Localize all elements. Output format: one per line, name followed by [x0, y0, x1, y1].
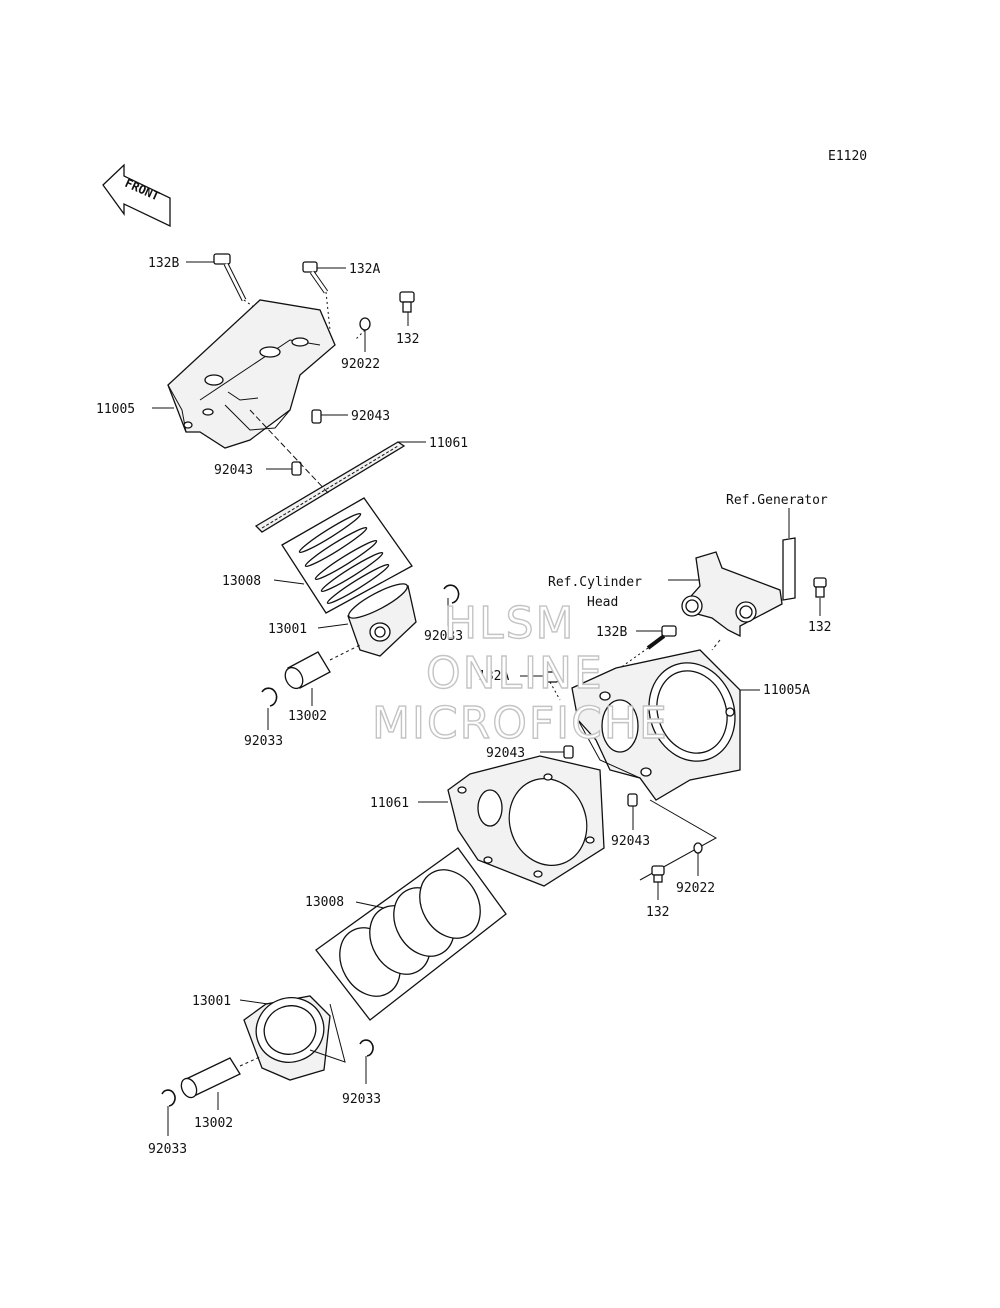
- diagram-code: E1120: [828, 149, 867, 164]
- label-132-right: 132: [808, 620, 831, 635]
- watermark: HLSM ONLINE MICROFICHE: [371, 597, 669, 749]
- bolt-132-right: [813, 577, 827, 598]
- watermark-line3: MICROFICHE: [372, 698, 669, 749]
- bolt-132-bottom: [651, 865, 665, 883]
- label-92043-bottom-a: 92043: [486, 746, 525, 761]
- label-92022-top: 92022: [341, 357, 380, 372]
- bolt-132-top: [399, 291, 415, 313]
- washer-92022-bottom: [693, 842, 703, 854]
- label-92043-top-a: 92043: [351, 409, 390, 424]
- label-11005A: 11005A: [763, 683, 810, 698]
- watermark-line2: ONLINE: [426, 648, 604, 699]
- label-92033-bottom-a: 92033: [342, 1092, 381, 1107]
- dowel-92043-top-a: [311, 409, 322, 424]
- label-132-bottom: 132: [646, 905, 669, 920]
- label-92043-bottom-b: 92043: [611, 834, 650, 849]
- clip-92033-bottom-a: [359, 1039, 374, 1057]
- label-92022-bottom: 92022: [676, 881, 715, 896]
- gasket-11061-top: [254, 441, 406, 533]
- watermark-line1: HLSM: [444, 598, 576, 649]
- bracket-line-lower-piston: [309, 1003, 346, 1063]
- label-ref-cylinder-line1: Ref.Cylinder: [548, 575, 642, 590]
- clip-92033-top-b: [261, 687, 278, 707]
- label-11061-top: 11061: [429, 436, 468, 451]
- label-13001-bottom: 13001: [192, 994, 231, 1009]
- label-ref-generator: Ref.Generator: [726, 493, 828, 508]
- label-11005: 11005: [96, 402, 135, 417]
- ref-cylinder-head-fitting: [681, 551, 783, 651]
- piston-13001-top: [347, 583, 417, 657]
- ring-set-13008-bottom: [315, 847, 507, 1021]
- label-132B-bottom: 132B: [596, 625, 627, 640]
- cylinder-11005A: [571, 649, 741, 801]
- bracket-line-lower-right: [639, 799, 718, 881]
- label-92033-top-a: 92033: [424, 629, 463, 644]
- piston-13001-bottom: [243, 995, 331, 1081]
- ref-generator-pipe: [782, 512, 796, 601]
- label-13002-top: 13002: [288, 709, 327, 724]
- label-13002-bottom: 13002: [194, 1116, 233, 1131]
- dowel-92043-top-b: [291, 461, 302, 476]
- washer-92022-top: [354, 317, 371, 341]
- gasket-11061-bottom: [447, 755, 605, 887]
- bolt-132A-top: [302, 261, 331, 331]
- label-132-top: 132: [396, 332, 419, 347]
- cylinder-11005: [167, 299, 336, 449]
- bolt-132A-bottom: [543, 671, 561, 701]
- pin-13002-top: [284, 644, 361, 690]
- ring-set-13008-top: [281, 497, 413, 614]
- pin-13002-bottom: [180, 1055, 263, 1099]
- label-13001-top: 13001: [268, 622, 307, 637]
- leader-lines: [152, 261, 821, 1136]
- label-132A-top: 132A: [349, 262, 380, 277]
- label-92043-top-b: 92043: [214, 463, 253, 478]
- label-132B-top: 132B: [148, 256, 179, 271]
- label-92033-bottom-b: 92033: [148, 1142, 187, 1157]
- dowel-92043-bottom-b: [627, 793, 638, 807]
- label-11061-bottom: 11061: [370, 796, 409, 811]
- bolt-132B-top: [213, 253, 301, 341]
- label-ref-cylinder-line2: Head: [587, 595, 618, 610]
- label-132A-bottom: 132A: [478, 669, 509, 684]
- label-92033-top-b: 92033: [244, 734, 283, 749]
- label-13008-bottom: 13008: [305, 895, 344, 910]
- clip-92033-bottom-b: [161, 1089, 176, 1107]
- label-13008-top: 13008: [222, 574, 261, 589]
- clip-92033-top-a: [443, 584, 460, 604]
- front-arrow-icon: FRONT: [102, 163, 171, 228]
